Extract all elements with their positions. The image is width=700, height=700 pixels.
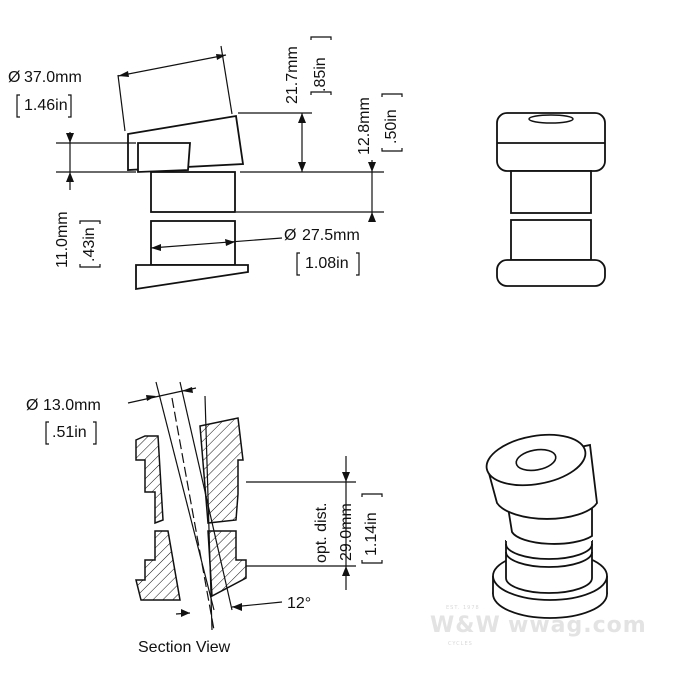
bracket: [361, 493, 383, 497]
watermark-tagline: CYCLES: [448, 641, 473, 647]
section-view: Ø 13.0mm .51in opt. dist. 29.0mm 1.14in …: [26, 381, 383, 656]
side-view: Ø 37.0mm 1.46in 21.7mm .85in 12.8mm .50i…: [8, 36, 403, 291]
upper-body: [150, 171, 236, 213]
iso-lower-body: [506, 540, 592, 580]
dim-mid-height-metric: 12.8mm: [356, 97, 373, 155]
dim-bore-diameter-metric: 13.0mm: [43, 397, 101, 414]
watermark-site: wwag.com: [508, 613, 647, 638]
front-view: [496, 112, 606, 287]
bracket: [310, 36, 332, 40]
dim-symbol: Ø: [8, 69, 20, 86]
arrowhead: [146, 395, 156, 401]
dim-mid-height-imperial: .50in: [383, 109, 400, 144]
watermark-brand: W&W: [430, 613, 501, 638]
vertical-reference: [204, 395, 213, 631]
dim-outer-diameter-imperial: 1.46in: [24, 97, 68, 114]
dim-angle: 12°: [287, 595, 311, 612]
bore-edge-line: [179, 381, 233, 611]
dim-flange-height-imperial: .43in: [81, 227, 98, 262]
bottom-flange: [135, 264, 249, 291]
section-view-caption: Section View: [138, 639, 231, 656]
iso-upper-body-outline: [505, 494, 593, 545]
dim-symbol: Ø: [26, 397, 38, 414]
ext-line: [220, 45, 233, 115]
ext-line: [117, 74, 126, 132]
dim-outer-diameter-metric: 37.0mm: [24, 69, 82, 86]
arrowhead: [232, 603, 242, 611]
centerline: [171, 397, 215, 631]
front-lower-body: [510, 219, 592, 261]
dim-body-diameter-imperial: 1.08in: [305, 255, 349, 272]
arrowhead: [216, 54, 226, 60]
dim-line-27-5: [150, 237, 283, 249]
bracket: [16, 94, 20, 118]
iso-lower-body-outline: [505, 540, 593, 594]
arrowhead: [342, 472, 350, 482]
bracket: [68, 94, 72, 118]
bracket: [381, 93, 403, 97]
bore-edge-line: [155, 381, 215, 611]
bracket: [361, 560, 383, 564]
dim-line-37: [117, 54, 227, 77]
watermark-est: EST. 1978: [446, 605, 480, 611]
bore-hole: [528, 114, 574, 124]
arrowhead: [368, 212, 376, 222]
dim-bore-diameter-imperial: .51in: [52, 424, 87, 441]
cap-hub: [137, 142, 191, 173]
front-cap: [496, 112, 606, 172]
section-upper-right: [199, 417, 244, 524]
section-lower-left: [135, 530, 181, 601]
iso-ring: [505, 543, 593, 560]
dim-opt-metric: 29.0mm: [338, 503, 355, 561]
arrowhead: [342, 566, 350, 576]
dim-opt-label: opt. dist.: [313, 503, 330, 563]
bracket: [296, 252, 300, 276]
arrowhead: [118, 71, 129, 77]
dim-opt-imperial: 1.14in: [363, 512, 380, 556]
arrowhead: [181, 609, 190, 617]
bracket: [93, 421, 97, 445]
arrowhead: [298, 113, 306, 123]
section-upper-left: [135, 435, 164, 525]
bracket: [310, 91, 332, 95]
dim-flange-height-metric: 11.0mm: [54, 211, 71, 268]
arrowhead: [182, 387, 193, 393]
front-flange: [496, 259, 606, 287]
bracket: [45, 421, 49, 445]
arrowhead: [66, 133, 74, 143]
dim-symbol: Ø: [284, 227, 296, 244]
arrowhead: [225, 239, 235, 246]
bracket: [381, 148, 403, 152]
dim-top-height-imperial: .85in: [312, 57, 329, 92]
bracket: [356, 252, 360, 276]
iso-ring: [505, 551, 593, 568]
iso-bore: [515, 448, 557, 472]
front-upper-body: [510, 170, 592, 214]
dim-top-height-metric: 21.7mm: [284, 46, 301, 104]
arrowhead: [368, 162, 376, 172]
isometric-view: [485, 433, 608, 619]
watermark: EST. 1978 W&W wwag.com CYCLES: [430, 605, 647, 647]
bracket: [79, 220, 101, 224]
arrowhead: [66, 172, 74, 182]
arrowhead: [151, 244, 161, 251]
bracket: [79, 264, 101, 268]
arrowhead: [298, 162, 306, 172]
dim-body-diameter-metric: 27.5mm: [302, 227, 360, 244]
